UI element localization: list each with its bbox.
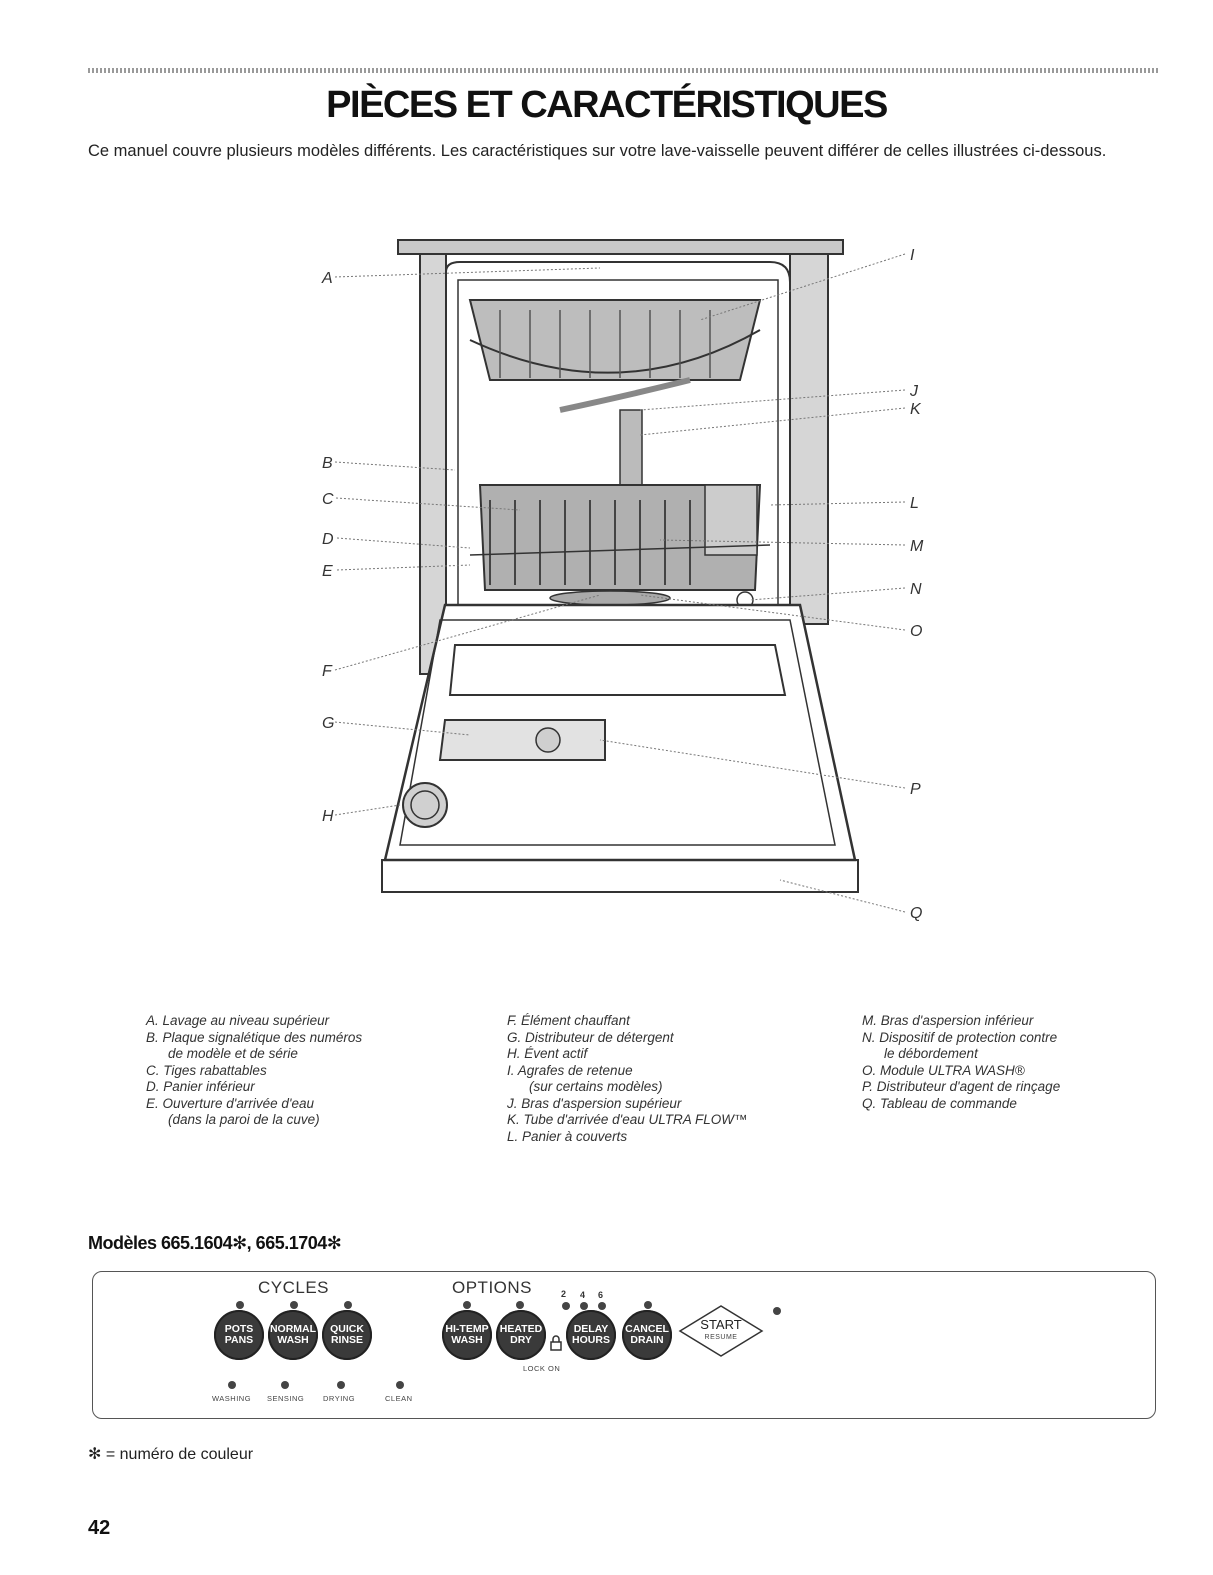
cycles-label: CYCLES xyxy=(258,1278,330,1297)
legend-column-1: A. Lavage au niveau supérieur B. Plaque … xyxy=(146,1013,362,1129)
sensing-led xyxy=(281,1381,289,1389)
legend-item-i: I. Agrafes de retenue xyxy=(507,1062,633,1078)
legend-item-e: E. Ouverture d'arrivée d'eau xyxy=(146,1095,314,1111)
delay-hours-button[interactable]: DELAY HOURS xyxy=(566,1310,616,1360)
legend-item-k: K. Tube d'arrivée d'eau ULTRA FLOW™ xyxy=(507,1112,748,1127)
callout-f: F xyxy=(322,663,333,680)
quick-rinse-button[interactable]: QUICK RINSE xyxy=(322,1310,372,1360)
legend-item-f: F. Élément chauffant xyxy=(507,1013,630,1028)
options-label: OPTIONS xyxy=(452,1278,533,1297)
legend-item-p: P. Distributeur d'agent de rinçage xyxy=(862,1079,1061,1094)
resume-label: RESUME xyxy=(704,1334,738,1341)
legend-item-i-cont: (sur certains modèles) xyxy=(529,1079,663,1094)
legend-item-q: Q. Tableau de commande xyxy=(862,1095,1017,1111)
top-dotted-rule xyxy=(88,68,1158,73)
heated-dry-button[interactable]: HEATED DRY xyxy=(496,1310,546,1360)
legend-item-g: G. Distributeur de détergent xyxy=(507,1029,674,1045)
dishwasher-drawing xyxy=(381,239,859,893)
callout-letters: A B C D E F G H I J K L M N O P Q xyxy=(321,247,924,922)
quick-rinse-led xyxy=(344,1301,352,1309)
delay-2-led xyxy=(562,1302,570,1310)
callout-d: D xyxy=(322,531,334,548)
delay-number-4: 4 xyxy=(580,1290,586,1300)
clean-label: CLEAN xyxy=(385,1394,413,1403)
legend-item-l: L. Panier à couverts xyxy=(507,1128,628,1144)
callout-j: J xyxy=(909,383,919,400)
intro-paragraph: Ce manuel couvre plusieurs modèles diffé… xyxy=(88,142,1107,160)
control-panel-outline xyxy=(92,1271,1156,1419)
legend-item-c: C. Tiges rabattables xyxy=(146,1062,267,1078)
callout-k: K xyxy=(910,401,922,418)
legend-column-2: F. Élément chauffant G. Distributeur de … xyxy=(507,1013,748,1145)
drying-led xyxy=(337,1381,345,1389)
legend-item-m: M. Bras d'aspersion inférieur xyxy=(862,1013,1034,1028)
washing-led xyxy=(228,1381,236,1389)
clean-led xyxy=(396,1381,404,1389)
models-heading: Modèles 665.1604✻, 665.1704✻ xyxy=(88,1233,342,1253)
callout-m: M xyxy=(910,538,924,555)
start-label: START xyxy=(700,1317,742,1332)
drying-label: DRYING xyxy=(323,1394,356,1403)
delay-4-led xyxy=(580,1302,588,1310)
callout-h: H xyxy=(322,808,334,825)
hi-temp-wash-button[interactable]: HI-TEMP WASH xyxy=(442,1310,492,1360)
legend-item-e-cont: (dans la paroi de la cuve) xyxy=(168,1112,320,1127)
legend-item-d: D. Panier inférieur xyxy=(146,1079,255,1094)
legend-item-j: J. Bras d'aspersion supérieur xyxy=(507,1095,682,1111)
callout-o: O xyxy=(910,623,922,640)
lock-icon xyxy=(550,1335,562,1351)
callout-n: N xyxy=(910,581,922,598)
heated-dry-led xyxy=(516,1301,524,1309)
callout-leader-lines xyxy=(334,253,906,913)
start-resume-button[interactable]: START RESUME xyxy=(676,1303,766,1359)
callout-p: P xyxy=(910,781,921,798)
normal-wash-led xyxy=(290,1301,298,1309)
legend-item-n: N. Dispositif de protection contre xyxy=(862,1029,1058,1045)
start-diamond-shape xyxy=(678,1305,764,1357)
start-led xyxy=(773,1307,781,1315)
page-title: PIÈCES ET CARACTÉRISTIQUES xyxy=(326,84,888,126)
callout-g: G xyxy=(322,715,334,732)
sensing-label: SENSING xyxy=(267,1394,305,1403)
legend-column-3: M. Bras d'aspersion inférieur N. Disposi… xyxy=(862,1013,1060,1112)
hi-temp-wash-led xyxy=(463,1301,471,1309)
callout-b: B xyxy=(322,455,333,472)
callout-i: I xyxy=(910,247,915,264)
pots-pans-led xyxy=(236,1301,244,1309)
delay-number-6: 6 xyxy=(598,1290,604,1300)
cancel-drain-button[interactable]: CANCEL DRAIN xyxy=(622,1310,672,1360)
legend-item-a: A. Lavage au niveau supérieur xyxy=(146,1013,330,1028)
delay-number-2: 2 xyxy=(561,1289,567,1299)
callout-a: A xyxy=(321,270,333,287)
callout-e: E xyxy=(322,563,333,580)
color-number-footnote: ✻ = numéro de couleur xyxy=(88,1446,254,1463)
legend-item-b-cont: de modèle et de série xyxy=(168,1046,298,1061)
callout-c: C xyxy=(322,491,334,508)
legend-item-h: H. Évent actif xyxy=(507,1046,588,1061)
legend-item-b: B. Plaque signalétique des numéros xyxy=(146,1029,363,1045)
washing-label: WASHING xyxy=(212,1394,252,1403)
page-number: 42 xyxy=(88,1517,111,1539)
callout-l: L xyxy=(910,495,919,512)
normal-wash-button[interactable]: NORMAL WASH xyxy=(268,1310,318,1360)
callout-q: Q xyxy=(910,905,922,922)
pots-pans-button[interactable]: POTS PANS xyxy=(214,1310,264,1360)
legend-item-o: O. Module ULTRA WASH® xyxy=(862,1062,1025,1078)
delay-6-led xyxy=(598,1302,606,1310)
legend-item-n-cont: le débordement xyxy=(884,1046,978,1061)
cancel-drain-led xyxy=(644,1301,652,1309)
lock-on-label: LOCK ON xyxy=(523,1364,561,1373)
